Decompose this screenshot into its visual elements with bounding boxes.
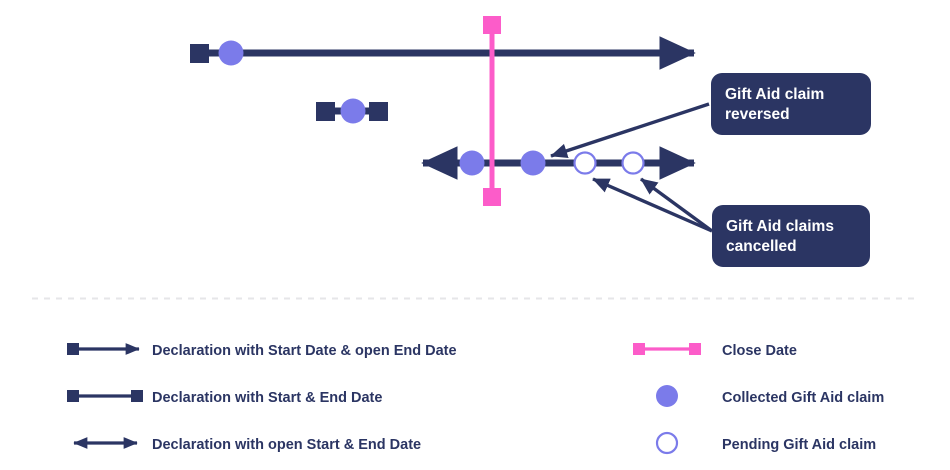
legend-item-close-date: Close Date <box>633 343 797 359</box>
legend-label-1: Declaration with Start Date & open End D… <box>152 343 457 359</box>
legend-label-2: Declaration with Start & End Date <box>152 390 382 406</box>
callout-reversed-line-1: Gift Aid claim <box>725 86 824 103</box>
legend-item-declaration-start-end: Declaration with Start & End Date <box>67 390 382 406</box>
legend-marker-close-date-square-end <box>689 343 701 355</box>
callout-gift-aid-claim-reversed: Gift Aid claim reversed <box>550 73 871 159</box>
start-date-square-2 <box>316 102 335 121</box>
callout-cancelled-box <box>712 205 870 267</box>
legend-label-3: Declaration with open Start & End Date <box>152 437 421 453</box>
close-date-marker <box>483 16 501 206</box>
callout-cancelled-line-2: cancelled <box>726 238 797 255</box>
callout-reversed-line-2: reversed <box>725 106 790 123</box>
close-date-top-square <box>483 16 501 34</box>
legend-item-collected-claim: Collected Gift Aid claim <box>656 385 884 407</box>
legend-left-column: Declaration with Start Date & open End D… <box>67 343 457 453</box>
timeline-row-2 <box>316 98 388 124</box>
legend-marker-filled-circle <box>656 385 678 407</box>
legend-marker-close-date-square-start <box>633 343 645 355</box>
callout-gift-aid-claims-cancelled: Gift Aid claims cancelled <box>592 177 870 267</box>
legend-item-declaration-start-open-end: Declaration with Start Date & open End D… <box>67 343 457 359</box>
collected-claim-marker <box>218 40 244 66</box>
legend-item-declaration-open-start-end: Declaration with open Start & End Date <box>73 437 421 453</box>
pending-claim-marker <box>621 151 645 175</box>
callout-reversed-box <box>711 73 871 135</box>
callout-cancelled-leader-line-a <box>592 177 713 233</box>
start-date-square-1 <box>190 44 209 63</box>
collected-claim-marker <box>520 150 546 176</box>
legend-right-column: Close Date Collected Gift Aid claim Pend… <box>633 343 884 455</box>
legend-marker-open-circle <box>655 431 679 455</box>
collected-claim-marker <box>340 98 366 124</box>
legend-item-pending-claim: Pending Gift Aid claim <box>655 431 876 455</box>
close-date-bottom-square <box>483 188 501 206</box>
legend-marker-square-start-1 <box>67 343 79 355</box>
legend-label-collected-claim: Collected Gift Aid claim <box>722 390 884 406</box>
legend-label-pending-claim: Pending Gift Aid claim <box>722 437 876 453</box>
legend-marker-square-start-2 <box>67 390 79 402</box>
legend-marker-square-end-2 <box>131 390 143 402</box>
callout-cancelled-leader-line-b <box>639 177 714 233</box>
callout-reversed-leader-line <box>550 102 710 159</box>
timeline-row-1 <box>190 36 696 70</box>
legend-label-close-date: Close Date <box>722 343 797 359</box>
callout-cancelled-line-1: Gift Aid claims <box>726 218 834 235</box>
pending-claim-marker <box>573 151 597 175</box>
collected-claim-marker <box>459 150 485 176</box>
end-date-square-2 <box>369 102 388 121</box>
timeline-row-3 <box>421 146 696 180</box>
